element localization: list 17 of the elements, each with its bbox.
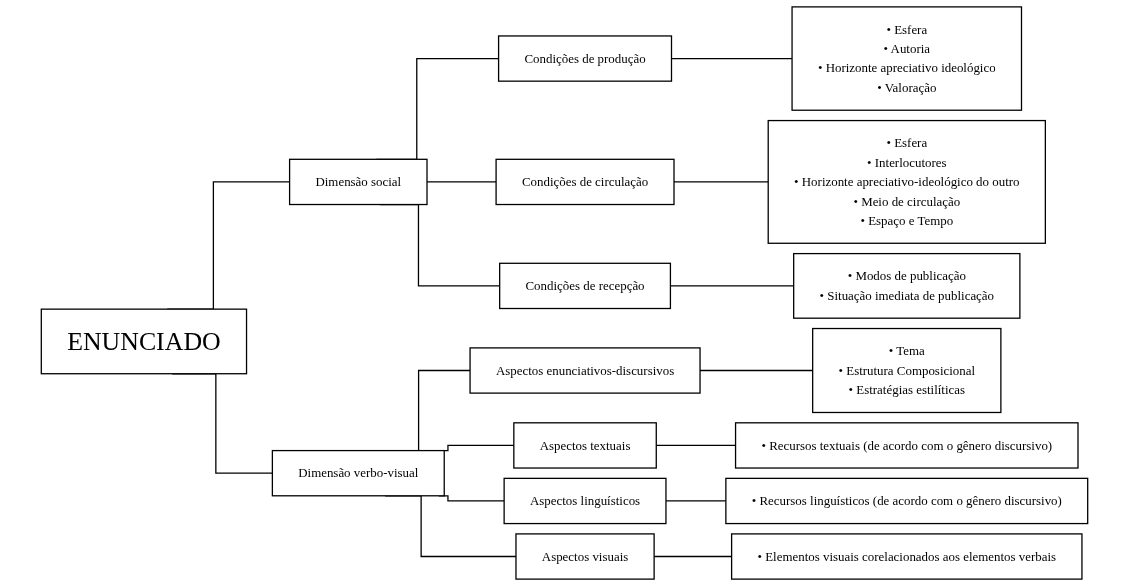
node-box: Condições de circulação: [495, 158, 675, 206]
node-box: • Tema • Estrutura Composicional • Estratégias estilíticas: [812, 327, 1002, 414]
node-box: • Recursos linguísticos (de acordo com o gênero discursivo): [725, 477, 1089, 525]
node-box: Condições de recepção: [499, 262, 672, 310]
node-box: Aspectos linguísticos: [503, 477, 667, 525]
node-box: Aspectos textuais: [513, 422, 657, 469]
node-box: • Modos de publicação • Situação imediata de publicação: [793, 252, 1021, 319]
node-box: ENUNCIADO: [40, 308, 248, 375]
node-box: Aspectos visuais: [515, 533, 655, 580]
node-box: • Elementos visuais corelacionados aos elementos verbais: [730, 533, 1083, 580]
node-box: • Esfera • Autoria • Horizonte apreciativo ideológico • Valoração: [791, 6, 1023, 111]
node-box: • Recursos textuais (de acordo com o gênero discursivo): [734, 422, 1079, 469]
node-box: Dimensão verbo-visual: [271, 449, 445, 497]
node-box: Dimensão social: [288, 158, 428, 206]
node-box: Condições de produção: [497, 35, 673, 82]
node-box: Aspectos enunciativos-discursivos: [469, 347, 701, 394]
node-box: • Esfera • Interlocutores • Horizonte apreciativo-ideológico do outro • Meio de circulação • Espaço e Tempo: [767, 119, 1046, 244]
